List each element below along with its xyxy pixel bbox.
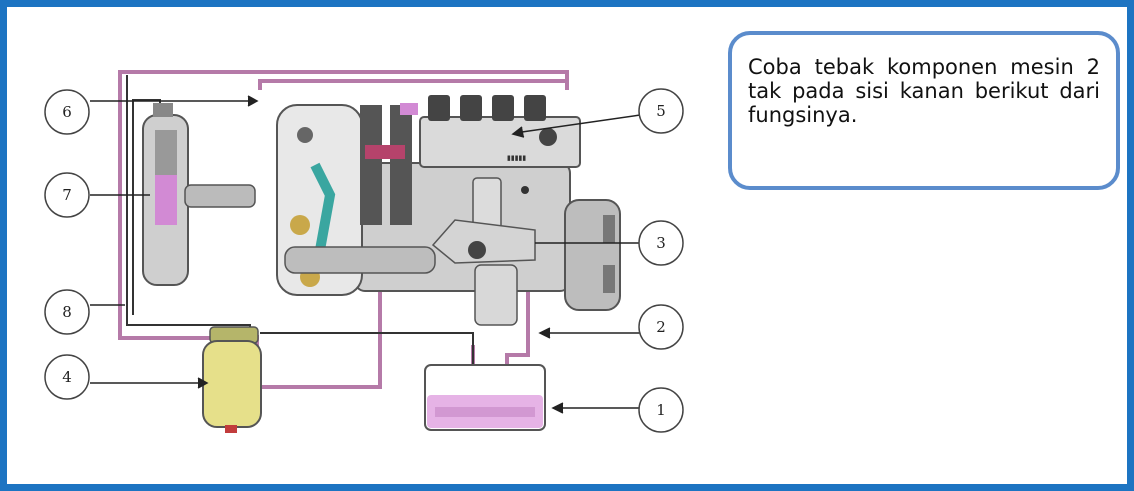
label-3: 3: [638, 220, 684, 266]
svg-text:2: 2: [656, 318, 666, 336]
plunger-element: [390, 105, 412, 225]
tank-return-pipe: [260, 332, 474, 365]
label-7: 7: [44, 172, 90, 218]
svg-text:1: 1: [656, 401, 666, 419]
svg-text:▮▮▮▮▮: ▮▮▮▮▮: [507, 154, 526, 162]
svg-text:7: 7: [62, 186, 72, 204]
diesel-fuel-system-diagram: ▮▮▮▮▮: [44, 70, 684, 433]
svg-text:6: 6: [62, 103, 72, 121]
pump-head: [419, 116, 581, 168]
svg-text:4: 4: [62, 368, 72, 386]
fuel-filter-icon: [202, 326, 262, 433]
return-line-outer: [118, 70, 569, 340]
label-4: 4: [44, 354, 90, 400]
label-1: 1: [638, 387, 684, 433]
top-line: [258, 79, 567, 90]
governor-lever: [310, 162, 336, 251]
label-2: 2: [638, 304, 684, 350]
delivery-valve: [460, 95, 482, 121]
delivery-valve: [428, 95, 450, 121]
question-text: Coba tebak komponen mesin 2 tak pada sis…: [748, 55, 1100, 127]
delivery-valve: [492, 95, 514, 121]
feed-pump-icon: [431, 177, 536, 326]
question-callout: Coba tebak komponen mesin 2 tak pada sis…: [728, 31, 1120, 190]
svg-text:5: 5: [656, 102, 666, 120]
injector-icon: [142, 103, 256, 286]
label-5: 5: [638, 88, 684, 134]
label-8: 8: [44, 289, 90, 335]
svg-text:3: 3: [656, 234, 666, 252]
delivery-valve: [524, 95, 546, 121]
camshaft: [284, 246, 436, 274]
plunger-element: [360, 105, 382, 225]
fuel-tank-icon: [424, 364, 546, 431]
filter-to-pump-line: [255, 288, 425, 389]
svg-text:8: 8: [62, 303, 72, 321]
leader-lines: [90, 95, 641, 414]
label-6: 6: [44, 89, 90, 135]
injection-pump-icon: ▮▮▮▮▮: [276, 95, 621, 311]
